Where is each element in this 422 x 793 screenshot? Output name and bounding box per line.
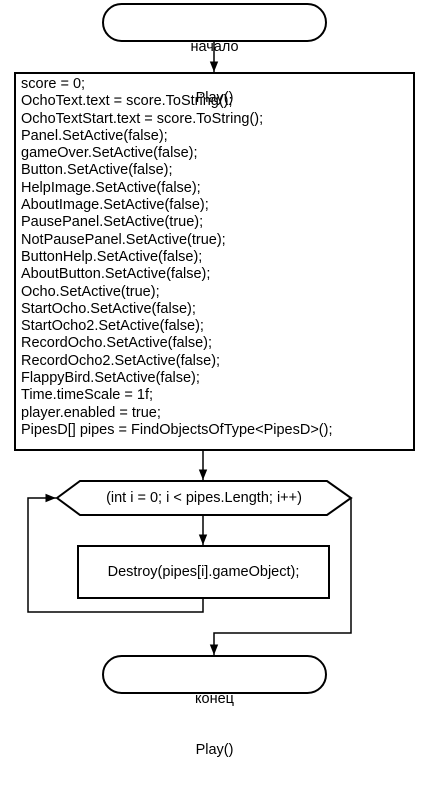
process-line: Panel.SetActive(false); bbox=[21, 127, 168, 144]
process-line: Button.SetActive(false); bbox=[21, 162, 173, 179]
process-line: AboutButton.SetActive(false); bbox=[21, 266, 211, 283]
process-line: PipesD[] pipes = FindObjectsOfType<Pipes… bbox=[21, 421, 333, 438]
process-line: score = 0; bbox=[21, 76, 86, 92]
process-line: FlappyBird.SetActive(false); bbox=[21, 370, 200, 387]
start-line-1: начало bbox=[190, 39, 239, 55]
flowchart: начало Play() score = 0;OchoText.text = … bbox=[14, 3, 415, 758]
process-line: gameOver.SetActive(false); bbox=[21, 145, 198, 162]
process-line: Time.timeScale = 1f; bbox=[21, 387, 154, 404]
flowchart-shapes bbox=[14, 3, 415, 694]
process-line: AboutImage.SetActive(false); bbox=[21, 197, 209, 214]
loop-label: (int i = 0; i < pipes.Length; i++) bbox=[106, 490, 302, 506]
process-line: RecordOcho.SetActive(false); bbox=[21, 335, 212, 352]
process-line: player.enabled = true; bbox=[21, 404, 161, 421]
process-text: score = 0;OchoText.text = score.ToString… bbox=[21, 76, 391, 439]
process-line: StartOcho2.SetActive(false); bbox=[21, 318, 204, 335]
end-line-1: конец bbox=[195, 691, 234, 707]
process-line: PausePanel.SetActive(true); bbox=[21, 214, 204, 231]
process-line: RecordOcho2.SetActive(false); bbox=[21, 352, 221, 369]
process-line: OchoText.text = score.ToString(); bbox=[21, 93, 233, 110]
process-line: ButtonHelp.SetActive(false); bbox=[21, 248, 203, 265]
loop-hexagon bbox=[55, 480, 353, 516]
end-terminator bbox=[102, 655, 327, 694]
loop-back-line bbox=[27, 493, 204, 613]
end-label: конец Play() bbox=[103, 657, 326, 793]
process-line: OchoTextStart.text = score.ToString(); bbox=[21, 110, 264, 127]
process-line: NotPausePanel.SetActive(true); bbox=[21, 231, 226, 248]
process-line: Ocho.SetActive(true); bbox=[21, 283, 160, 300]
start-line-2: Play() bbox=[195, 90, 234, 106]
process-line: HelpImage.SetActive(false); bbox=[21, 179, 201, 196]
body-label: Destroy(pipes[i].gameObject); bbox=[107, 564, 300, 580]
end-line-2: Play() bbox=[195, 742, 234, 758]
loop-exit-line bbox=[209, 498, 352, 655]
start-label: начало Play() bbox=[103, 5, 326, 141]
process-line: StartOcho.SetActive(false); bbox=[21, 300, 196, 317]
process-block bbox=[14, 72, 415, 451]
